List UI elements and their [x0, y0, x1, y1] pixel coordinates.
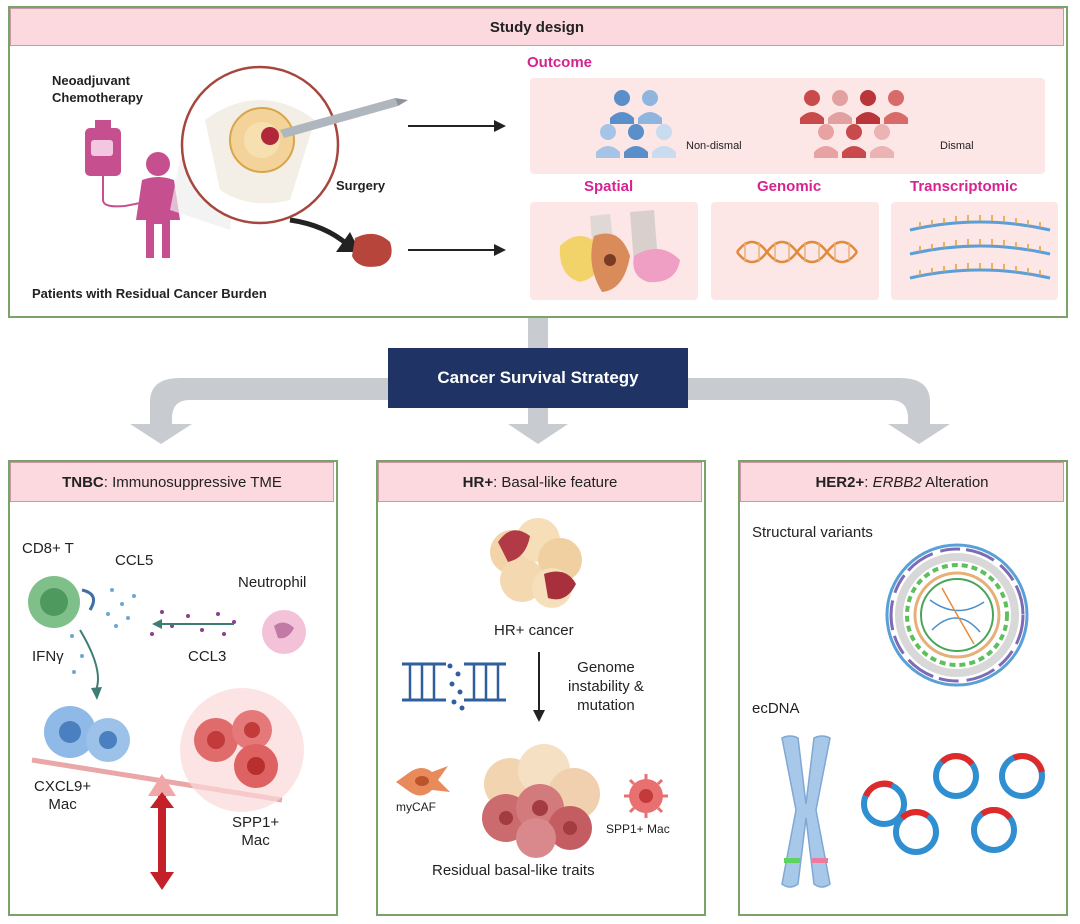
tnbc-header-text: : Immunosuppressive TME	[103, 473, 282, 491]
her2-header-bold: HER2+	[815, 473, 865, 491]
ccl3-label: CCL3	[188, 648, 227, 665]
dismal-people-icon	[800, 90, 908, 158]
ccl5-label: CCL5	[115, 552, 154, 569]
dismal-label: Dismal	[940, 140, 974, 152]
iv-bag-icon	[85, 120, 156, 208]
hr-header-text: : Basal-like feature	[493, 473, 618, 491]
tnbc-header-bold: TNBC	[62, 473, 104, 491]
breast-surgery-icon	[170, 65, 408, 267]
arrow-to-outcome	[408, 120, 506, 132]
ifng-label: IFNγ	[32, 648, 64, 665]
mycaf-label: myCAF	[396, 800, 436, 814]
tnbc-header: TNBC : Immunosuppressive TME	[10, 462, 334, 502]
dna-helix-icon	[736, 240, 858, 264]
mycaf-icon	[396, 766, 450, 796]
neutrophil-label: Neutrophil	[238, 574, 307, 591]
outcome-label: Outcome	[527, 54, 593, 71]
tnbc-tme-illustration	[28, 576, 306, 890]
spp1-line1: SPP1+	[232, 814, 280, 831]
cd8-label: CD8+ T	[22, 540, 74, 557]
chromosome-icon	[781, 735, 831, 888]
cxcl9-line2: Mac	[48, 796, 77, 813]
genome-instability-label: Genome instability & mutation	[568, 658, 644, 715]
non-dismal-people-icon	[596, 90, 676, 158]
patient-icon	[136, 152, 180, 258]
her2-header-colon: :	[864, 473, 873, 491]
circos-plot-icon	[885, 543, 1029, 687]
residual-cluster-icon	[482, 744, 600, 858]
spp1-label: SPP1+ Mac	[232, 814, 279, 850]
hr-header: HR+ : Basal-like feature	[378, 462, 702, 502]
structural-variants-label: Structural variants	[752, 524, 873, 541]
ecdna-label: ecDNA	[752, 700, 800, 717]
spp1-line2: Mac	[241, 832, 270, 849]
her2-header: HER2+ : ERBB2 Alteration	[740, 462, 1064, 502]
ecdna-circles-icon	[861, 753, 1045, 855]
spatial-label: Spatial	[584, 178, 634, 195]
spatial-cells-icon	[559, 210, 680, 292]
genome-line2: instability &	[568, 678, 644, 695]
cxcl9-line1: CXCL9+	[34, 778, 92, 795]
study-design-header: Study design	[10, 8, 1064, 46]
study-design-title: Study design	[489, 18, 585, 36]
genome-line3: mutation	[577, 697, 635, 714]
her2-header-text: Alteration	[921, 473, 989, 491]
patients-label: Patients with Residual Cancer Burden	[32, 286, 267, 301]
hr-cancer-label: HR+ cancer	[494, 622, 574, 639]
cancer-survival-strategy-box: Cancer Survival Strategy	[388, 348, 688, 408]
hr-cancer-cluster-icon	[490, 518, 582, 608]
down-arrow-icon	[533, 652, 545, 722]
genome-line1: Genome	[577, 659, 635, 676]
hr-header-bold: HR+	[462, 473, 494, 491]
spp1-mac-icon	[624, 774, 668, 818]
arrow-to-omics	[408, 244, 506, 256]
strategy-connector-arrows	[130, 318, 950, 444]
hr-spp1-label: SPP1+ Mac	[606, 822, 670, 836]
surgery-label: Surgery	[336, 178, 386, 193]
non-dismal-label: Non-dismal	[686, 140, 742, 152]
strategy-title: Cancer Survival Strategy	[437, 368, 639, 387]
tnbc-panel	[8, 460, 338, 916]
genomic-label: Genomic	[757, 178, 822, 195]
transcriptomic-label: Transcriptomic	[910, 178, 1018, 195]
cxcl9-label: CXCL9+ Mac	[34, 778, 91, 814]
her2-header-gene: ERBB2	[872, 473, 922, 491]
rna-strands-icon	[909, 215, 1051, 280]
dna-break-icon	[402, 654, 506, 714]
neoadjuvant-label: Neoadjuvant Chemotherapy	[52, 73, 144, 105]
residual-traits-label: Residual basal-like traits	[432, 862, 595, 879]
